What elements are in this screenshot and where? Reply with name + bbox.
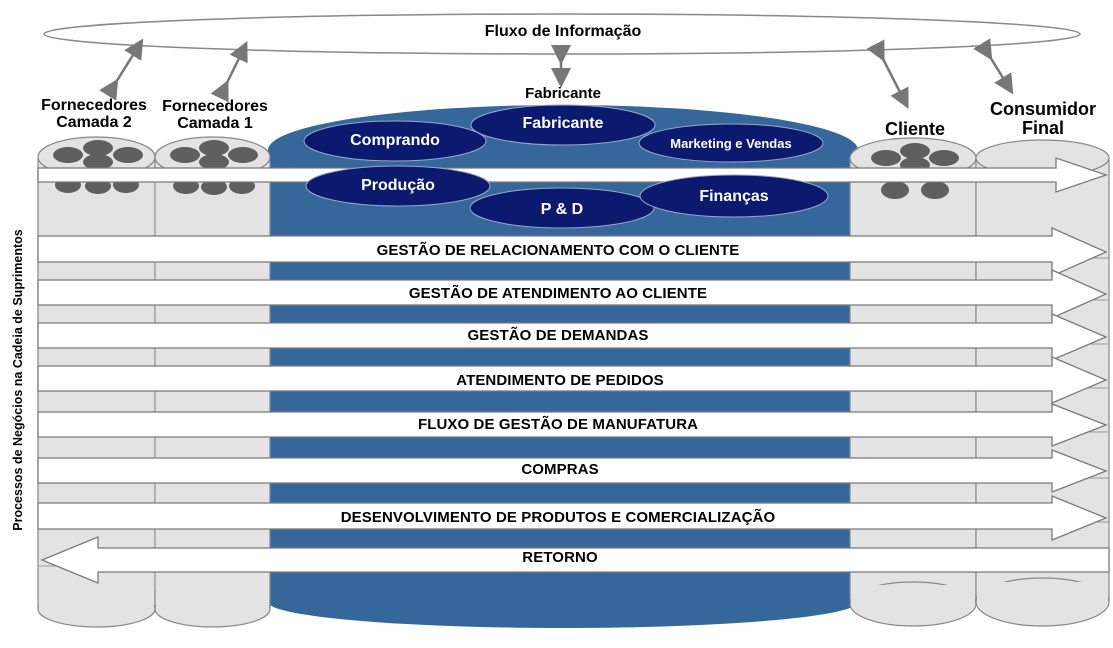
process-arrow-6: [37, 449, 1108, 493]
information-flow-title: Fluxo de Informação: [484, 23, 642, 40]
process-arrow-8: [40, 536, 1110, 584]
process-label-5: FLUXO DE GESTÃO DE MANUFATURA: [417, 416, 699, 433]
function-marketing-label: Marketing e Vendas: [670, 136, 792, 151]
process-label-4: ATENDIMENTO DE PEDIDOS: [456, 372, 664, 389]
process-label-6: COMPRAS: [521, 461, 599, 478]
process-label-8: RETORNO: [522, 549, 598, 566]
process-label-3: GESTÃO DE DEMANDAS: [467, 327, 649, 344]
top-flow-arrow: [37, 157, 1109, 193]
process-label-1: GESTÃO DE RELACIONAMENTO COM O CLIENTE: [376, 242, 740, 259]
process-arrows: [37, 226, 1110, 584]
function-comprando-shape: [303, 120, 487, 162]
function-comprando-label: Comprando: [350, 132, 440, 149]
process-label-7: DESENVOLVIMENTO DE PRODUTOS E COMERCIALI…: [340, 509, 776, 526]
customer-label: Cliente: [884, 119, 945, 139]
function-financas-label: Finanças: [699, 188, 769, 205]
process-label-2: GESTÃO DE ATENDIMENTO AO CLIENTE: [408, 285, 708, 302]
function-fabricante-shape: [470, 104, 656, 146]
process-arrow-4: [37, 356, 1108, 404]
tier1-label: Fornecedores Camada 1: [162, 98, 268, 132]
manufacturer-label: Fabricante: [525, 85, 601, 102]
function-fabricante-label: Fabricante: [522, 115, 604, 132]
side-label: Processos de Negócios na Cadeia de Supri…: [11, 229, 25, 531]
function-pd-label: P & D: [540, 201, 584, 218]
function-pd-shape: [469, 187, 655, 229]
process-arrow-7: [37, 495, 1108, 541]
process-arrow-3: [37, 313, 1108, 361]
function-ellipses: [303, 104, 829, 229]
process-arrow-5: [37, 403, 1108, 447]
function-marketing-shape: [638, 123, 824, 163]
tier2-label: Fornecedores Camada 2: [41, 97, 147, 131]
process-arrow-2: [37, 268, 1108, 320]
function-financas-shape: [639, 174, 829, 218]
process-arrow-1: [37, 226, 1108, 278]
function-producao-shape: [305, 165, 491, 207]
function-producao-label: Produção: [361, 177, 435, 194]
consumer-label: Consumidor Final: [990, 99, 1096, 138]
information-connectors: [99, 38, 1014, 109]
